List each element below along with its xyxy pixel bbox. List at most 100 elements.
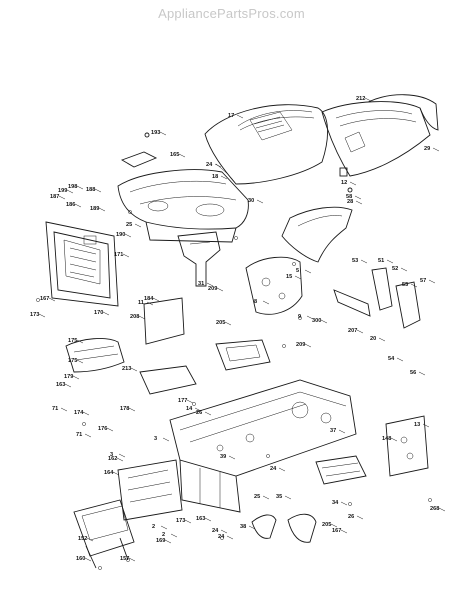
steering-bracket-part [177,231,221,287]
leader-line [178,153,186,158]
part-number-label: 14 [186,406,193,412]
leader-line [304,343,312,348]
part-number-label: 188 [86,187,95,193]
part-number-label: 71 [76,432,82,438]
step-plate-part [315,455,367,485]
leader-line [400,267,408,272]
bracket-38b [287,513,317,543]
leader-line [204,517,212,522]
part-number-label: 30 [248,198,254,204]
part-number-label: 12 [341,180,347,186]
leader-line [356,329,364,334]
part-number-label: 173 [176,518,185,524]
leader-line [306,315,314,320]
part-number-label: 167 [40,296,49,302]
leader-line [224,321,232,326]
part-number-label: 165 [170,152,179,158]
leader-line [216,287,224,292]
leader-line [386,259,394,264]
footrest-left-part [65,338,125,373]
part-number-label: 175 [68,338,77,344]
leader-line [76,359,84,364]
part-number-label: 173 [30,312,39,318]
rear-panel-part [385,415,429,477]
part-number-label: 17 [228,113,234,119]
leader-line [364,97,372,102]
leader-line [60,407,68,412]
part-number-label: 171 [114,252,123,258]
part-number-label: 34 [332,500,339,506]
part-number-label: 176 [98,426,107,432]
part-number-label: 175 [68,358,77,364]
part-number-label: 190 [116,232,125,238]
panel-11 [143,297,185,345]
part-number-label: 189 [90,206,99,212]
leader-line [220,175,228,180]
leader-line [164,539,172,544]
part-number-label: 28 [347,199,353,205]
leader-line [116,457,124,462]
watermark-text: AppliancePartsPros.com [158,6,305,21]
part-number-label: 186 [66,202,75,208]
leader-line [338,429,346,434]
part-number-label: 37 [330,428,336,434]
leader-line [194,407,202,412]
part-number-label: 24 [270,466,277,472]
part-number-label: 26 [348,514,354,520]
part-number-label: 212 [356,96,365,102]
part-number-label: 51 [378,258,384,264]
leader-line [138,315,146,320]
leader-line [72,375,80,380]
part-number-label: 52 [392,266,398,272]
side-panel-part [321,94,439,177]
fasteners-group [36,210,432,570]
dash-support-part [245,256,303,315]
part-number-label: 152 [78,536,87,542]
leader-line [278,467,286,472]
part-number-label: 179 [64,374,73,380]
part-number-label: 184 [144,296,154,302]
leader-line [128,557,136,562]
leader-line [206,282,214,287]
part-number-label: 300 [312,318,321,324]
part-number-label: 157 [120,556,129,562]
part-number-label: 29 [424,146,430,152]
part-number-label: 31 [198,281,204,287]
part-number-label: 3 [154,436,157,442]
cap-part [120,151,158,168]
part-number-label: 148 [382,436,391,442]
leader-line [226,535,234,540]
part-number-label: 39 [220,454,226,460]
part-number-label: 207 [348,328,357,334]
part-number-label: 177 [178,398,187,404]
part-number-label: 163 [196,516,205,522]
dash-panel-part [117,169,249,243]
leader-line [170,533,178,538]
shroud-part [281,206,353,263]
part-number-label: 24 [218,534,225,540]
part-number-label: 160 [76,556,85,562]
leader-line [340,501,348,506]
leader-line [390,437,398,442]
leader-line [160,525,168,530]
hood-part [204,104,328,185]
leader-line [360,259,368,264]
leader-line [84,433,92,438]
part-number-label: 268 [430,506,439,512]
part-number-label: 13 [414,422,420,428]
part-number-label: 170 [94,310,103,316]
part-number-label: 55 [402,282,408,288]
part-number-label: 38 [240,524,246,530]
leader-line [220,529,228,534]
part-number-label: 11 [138,300,144,306]
part-number-label: 57 [420,278,426,284]
leader-line [356,515,364,520]
leader-line [98,207,106,212]
part-number-label: 53 [352,258,358,264]
part-number-label: 24 [206,162,213,168]
battery-tray-part [215,339,271,371]
leader-line [64,383,72,388]
leader-line [186,399,194,404]
part-number-label: 35 [276,494,282,500]
